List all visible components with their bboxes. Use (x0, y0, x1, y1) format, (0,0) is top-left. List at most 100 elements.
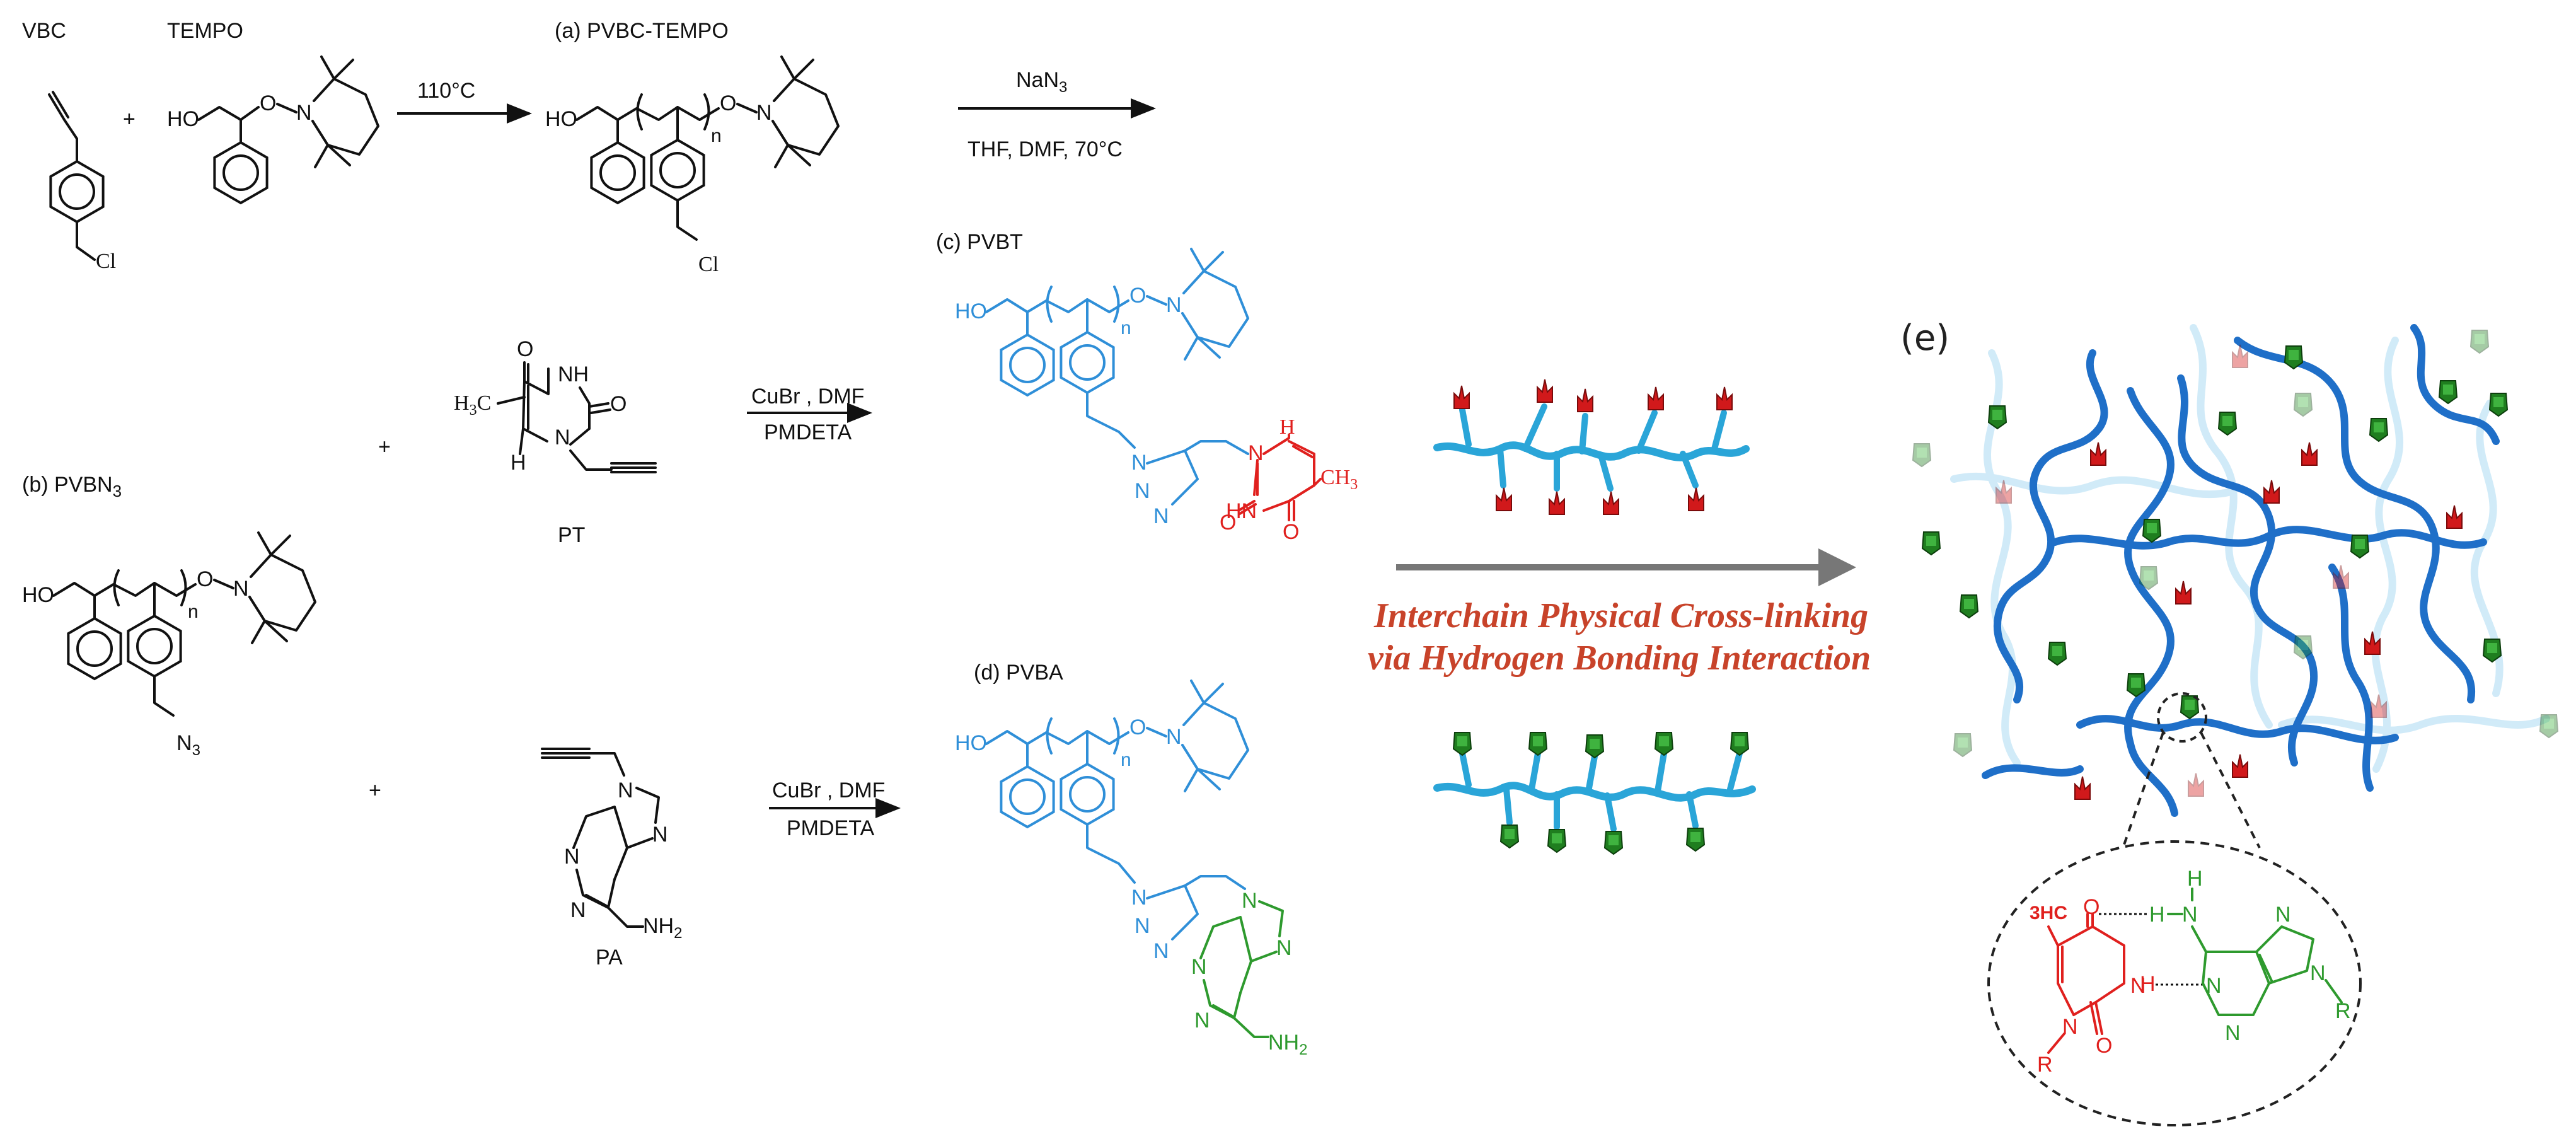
pt-structure: O NH O N H H3C (454, 337, 657, 475)
label-panel-e: (e) (1900, 318, 1949, 359)
pvbn3-n3: N3 (176, 731, 200, 759)
bp-ade-n3: N (2225, 1021, 2241, 1045)
pvbt-thy-h: H (1279, 415, 1295, 439)
pt-n: N (555, 425, 570, 449)
pvbt-thy-n: N (1248, 441, 1264, 465)
bp-thy-h: H (2140, 972, 2156, 996)
pvba-triazole-n2: N (1135, 914, 1150, 938)
bp-ade-r: R (2335, 999, 2351, 1023)
pvbt-thymine: N H CH3 O HN O (1220, 415, 1358, 544)
plus-3: + (369, 778, 381, 802)
pvbt-thy-o1: O (1283, 520, 1299, 544)
label-pvbc-tempo: (a) PVBC-TEMPO (555, 19, 729, 43)
pvba-ade-nh2: NH2 (1268, 1031, 1307, 1058)
pvba-triazole-n3: N (1153, 939, 1169, 963)
pvbn3-o: O (197, 567, 213, 591)
pvbt-triazole-n3: N (1153, 504, 1169, 528)
bp-thy-o2: O (2096, 1034, 2112, 1058)
label-vbc: VBC (22, 19, 66, 43)
cond-step1: 110°C (417, 79, 475, 103)
pa-nh2: NH2 (643, 914, 682, 942)
cond-click-bottom-2: PMDETA (787, 816, 874, 840)
pvba-ade-n1: N (1194, 1009, 1210, 1033)
plus-2: + (378, 435, 391, 459)
pvba-triazole-n1: N (1131, 886, 1147, 910)
pvbc-ho: HO (545, 107, 577, 131)
crosslinked-network (1912, 324, 2558, 817)
pvba-ade-n7: N (1276, 936, 1292, 960)
pvbn3-structure: HO n O N N3 (22, 531, 316, 759)
pvba-chain-cartoon (1433, 732, 1756, 855)
pvbt-thy-ch3: CH3 (1320, 466, 1358, 493)
label-pvba: (d) PVBA (974, 661, 1063, 685)
pvbt-n-atom: N (1166, 293, 1182, 317)
label-pa: PA (596, 946, 623, 969)
zoom-line-left (2123, 732, 2164, 845)
pvbc-tempo-structure: HO n O N Cl (545, 55, 840, 276)
pvbt-triazole-n1: N (1131, 451, 1147, 475)
pvbt-structure: HO n O N N N N (955, 248, 1249, 528)
bp-ade-n7: N (2275, 903, 2291, 927)
pvba-n-atom: N (1166, 725, 1182, 749)
adenine-base-pair: N N N N R (2191, 903, 2351, 1045)
pvba-ade-n3: N (1191, 955, 1207, 979)
pvbt-ho: HO (955, 299, 987, 323)
pvbt-triazole-n2: N (1135, 479, 1150, 503)
pvbt-chain-cartoon (1433, 379, 1750, 515)
pt-o2: O (610, 392, 627, 416)
pvbn3-n-atom: N (233, 577, 249, 601)
pvbt-thy-o2: O (1220, 511, 1236, 535)
bp-ade-n1: N (2206, 974, 2222, 998)
bp-thy-n3: N (2130, 974, 2146, 998)
pvbt-n: n (1121, 318, 1131, 338)
pt-h: H (511, 451, 526, 475)
cond-click-bottom-1: PMDETA (764, 420, 852, 444)
plus-1: + (123, 107, 136, 131)
pvbc-n: n (711, 125, 722, 146)
pvbc-cl: Cl (698, 253, 719, 276)
tempo-o: O (260, 91, 276, 115)
pvbc-o: O (720, 91, 736, 115)
vbc-cl: Cl (96, 250, 116, 273)
pvba-ade-n9: N (1242, 889, 1257, 913)
cond-click-top-1: CuBr , DMF (751, 385, 864, 408)
pa-structure: N N N N NH2 (541, 748, 682, 942)
label-tempo: TEMPO (167, 19, 243, 43)
pvba-o: O (1129, 715, 1146, 739)
bp-ade-n9: N (2310, 961, 2326, 985)
thymine-base-pair: 3HC O N O N R H N H H (2030, 867, 2203, 1077)
pvba-n: n (1121, 749, 1131, 770)
bp-thy-o1: O (2083, 895, 2099, 919)
label-pvbn3: (b) PVBN3 (22, 473, 122, 500)
bp-ade-n6: N (2182, 903, 2198, 927)
bp-3hc: 3HC (2030, 903, 2067, 923)
vbc-structure: Cl (48, 91, 116, 273)
pvbn3-n: n (188, 601, 199, 622)
pt-h3c: H3C (454, 391, 491, 419)
pt-nh: NH (558, 362, 589, 386)
pa-n3: N (564, 845, 580, 869)
tempo-ho: HO (167, 107, 199, 131)
pa-n9: N (618, 778, 633, 802)
pvbt-o: O (1129, 284, 1146, 308)
pvba-adenine: N N N N NH2 (1191, 889, 1307, 1058)
bp-ade-h2: H (2187, 867, 2203, 891)
label-pt: PT (558, 523, 585, 547)
cond-step2-bottom: THF, DMF, 70°C (967, 137, 1123, 161)
cond-step2-top: NaN3 (1016, 68, 1067, 96)
pa-n1: N (570, 898, 586, 922)
zoom-line-right (2200, 732, 2261, 848)
banner-line1: Interchain Physical Cross-linking (1373, 596, 1868, 635)
pvba-structure: HO n O N N N N (955, 680, 1249, 963)
tempo-initiator-structure: HO O N (167, 55, 379, 204)
zoom-circle (2157, 692, 2207, 743)
pvbc-n-atom: N (756, 101, 772, 125)
banner-line2: via Hydrogen Bonding Interaction (1368, 639, 1871, 678)
cond-click-top-2: CuBr , DMF (772, 778, 885, 802)
pa-n7: N (652, 823, 668, 847)
zoom-ellipse (1987, 840, 2362, 1126)
tempo-n: N (296, 101, 312, 125)
pvba-ho: HO (955, 731, 987, 755)
pt-o1: O (517, 337, 533, 361)
